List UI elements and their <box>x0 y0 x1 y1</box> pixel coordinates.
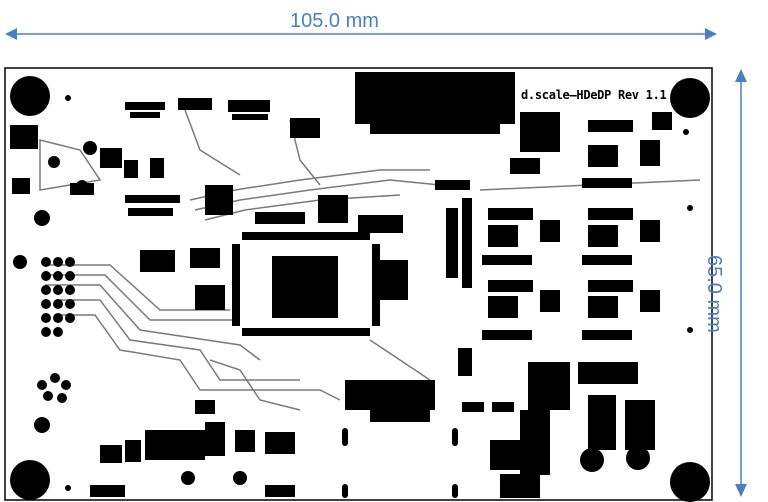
width-dimension-label: 105.0 mm <box>290 10 379 32</box>
bga-package <box>232 232 380 336</box>
height-dimension-line <box>735 69 747 497</box>
mounting-slots <box>65 95 693 498</box>
width-dimension-line <box>5 28 717 40</box>
pin-header-left <box>13 210 75 433</box>
left-connector-pads <box>10 125 164 195</box>
connector-footprint-top <box>355 72 515 134</box>
mounting-holes <box>10 76 710 502</box>
ic-columns-middle <box>435 180 472 288</box>
smd-components <box>90 98 435 497</box>
board-title: d.scale–HDeDP Rev 1.1 <box>521 88 667 102</box>
right-regulator-array <box>482 112 672 340</box>
height-dimension-label: 65.0 mm <box>703 255 725 333</box>
power-section <box>458 348 655 498</box>
